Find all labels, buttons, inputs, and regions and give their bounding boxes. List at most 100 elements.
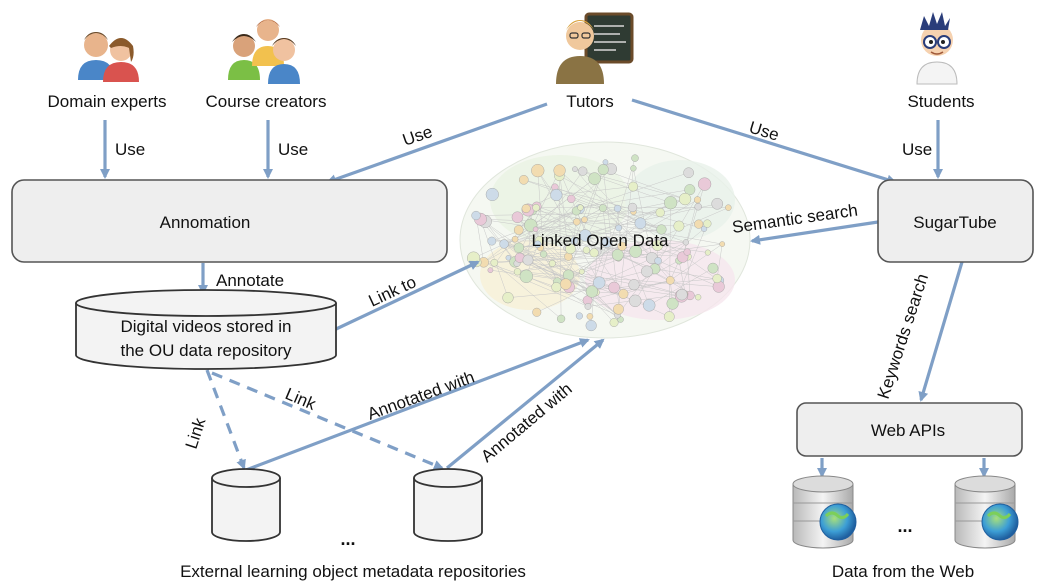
lod-node — [548, 259, 556, 267]
lod-node — [664, 196, 678, 210]
lod-link — [716, 244, 723, 279]
ellipsis-left: ... — [340, 529, 355, 549]
people-group-icon — [228, 19, 300, 84]
edge-tutors-annomation — [326, 102, 548, 185]
lod-link — [552, 263, 618, 316]
edge-annotated-with-1 — [245, 338, 590, 472]
lod-link — [483, 210, 577, 263]
lod-node — [551, 282, 562, 293]
lod-node — [513, 242, 525, 253]
label-annotated-with-1: Annotated with — [365, 367, 477, 423]
lod-link — [537, 170, 600, 283]
lod-node — [502, 292, 514, 304]
lod-link — [669, 202, 671, 317]
label-link-to: Link to — [366, 272, 419, 310]
label-use-course: Use — [278, 140, 308, 159]
lod-link — [517, 271, 719, 287]
lod-link — [581, 223, 641, 272]
lod-node — [617, 241, 627, 251]
edges — [100, 98, 989, 478]
linked-open-data-label: Linked Open Data — [531, 231, 669, 250]
linked-open-data-cloud: Linked Open Data — [459, 141, 751, 339]
lod-node — [602, 159, 609, 165]
lod-node — [613, 204, 622, 213]
lod-node — [693, 196, 701, 204]
lod-link — [559, 170, 569, 257]
lod-node — [513, 268, 522, 276]
lod-node — [634, 217, 647, 230]
label-use-students: Use — [902, 140, 932, 159]
lod-node — [593, 276, 606, 289]
repository-label-line2: the OU data repository — [120, 341, 292, 360]
lod-node — [712, 273, 722, 284]
database-globe-icon — [954, 475, 1019, 549]
lod-node — [694, 219, 704, 229]
lod-link — [573, 162, 606, 241]
lod-node — [487, 236, 497, 246]
lod-node — [550, 188, 563, 202]
lod-link — [678, 260, 686, 294]
lod-node — [585, 285, 599, 298]
edge-keywords-search — [918, 261, 964, 402]
course-creators-label: Course creators — [206, 92, 327, 111]
label-keywords-search: Keywords search — [874, 271, 932, 401]
lod-node — [567, 194, 576, 203]
external-repo-cylinder-2 — [413, 468, 483, 542]
lod-node — [519, 175, 529, 185]
lod-node — [522, 254, 534, 266]
label-use-domain: Use — [115, 140, 145, 159]
label-semantic-search: Semantic search — [731, 201, 859, 237]
sugartube-label: SugarTube — [913, 213, 996, 232]
label-annotate: Annotate — [216, 271, 284, 290]
sugartube-box: SugarTube — [877, 179, 1034, 263]
edge-link-dashed-2 — [211, 371, 444, 470]
lod-link — [476, 257, 619, 263]
lod-link — [473, 210, 577, 259]
lod-node — [628, 279, 640, 291]
lod-node — [532, 307, 542, 317]
lod-node — [513, 225, 524, 235]
lod-node — [578, 268, 585, 275]
lod-node — [673, 220, 685, 232]
lod-node — [588, 172, 601, 185]
lod-node — [631, 154, 639, 162]
lod-node — [582, 246, 591, 254]
label-use-tutors-right: Use — [747, 118, 781, 145]
lod-node — [578, 166, 588, 176]
lod-node — [695, 294, 702, 301]
web-apis-box: Web APIs — [796, 402, 1023, 457]
lod-node — [642, 299, 656, 312]
lod-node — [597, 164, 609, 176]
lod-link — [508, 257, 682, 295]
lod-link — [602, 208, 608, 243]
lod-node — [584, 303, 592, 310]
lod-link — [670, 243, 723, 281]
lod-node — [553, 164, 566, 177]
lod-node — [585, 320, 597, 332]
lod-node — [565, 243, 576, 255]
lod-node — [613, 303, 624, 315]
lod-node — [490, 258, 499, 267]
web-apis-label: Web APIs — [871, 421, 945, 440]
lod-node — [511, 211, 524, 223]
lod-node — [651, 239, 664, 251]
lod-node — [485, 187, 499, 201]
lod-node — [505, 255, 512, 261]
lod-node — [666, 276, 675, 285]
lod-node — [683, 248, 691, 256]
tutor-blackboard-icon — [556, 12, 634, 84]
lod-node — [682, 239, 689, 246]
lod-node — [531, 164, 545, 178]
lod-link — [475, 215, 621, 320]
lod-link — [559, 170, 659, 261]
lod-link — [519, 171, 583, 258]
lod-node — [654, 257, 662, 265]
lod-link — [602, 207, 691, 296]
lod-node — [534, 240, 542, 248]
lod-link — [535, 229, 621, 320]
lod-link — [573, 210, 577, 241]
lod-link — [617, 208, 720, 281]
lod-node — [683, 167, 694, 178]
lod-node — [586, 313, 594, 320]
lod-node — [629, 294, 642, 308]
